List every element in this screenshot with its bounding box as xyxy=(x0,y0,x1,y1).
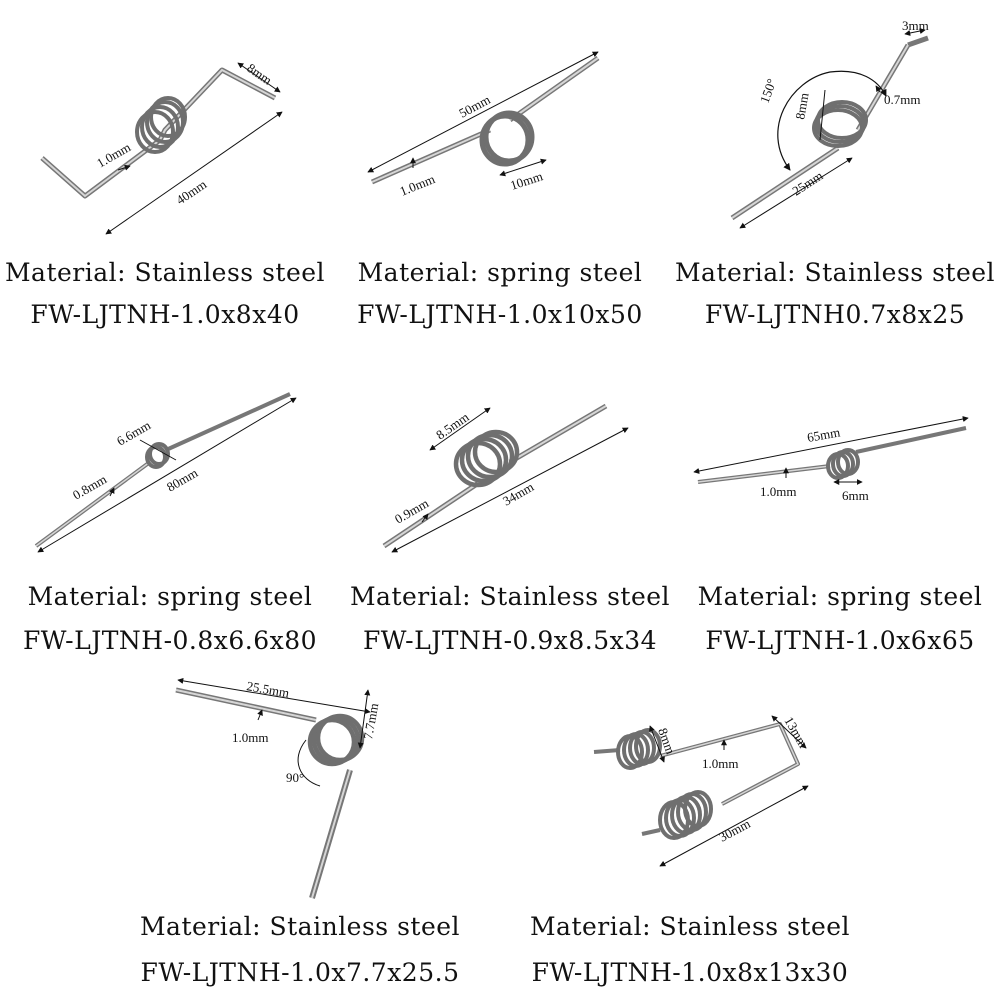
dim-label: 1.0mm xyxy=(232,730,268,745)
spring-1-material: Material: Stainless steel xyxy=(4,258,326,287)
dim-label: 0.7mm xyxy=(884,92,920,107)
dim-label: 34mm xyxy=(500,479,536,509)
spring-4-illustration: 6.6mm 0.8mm 80mm xyxy=(34,392,297,553)
dim-label: 3mm xyxy=(902,18,929,33)
spring-3-model: FW-LJTNH0.7x8x25 xyxy=(704,300,966,329)
spring-4-material: Material: spring steel xyxy=(27,582,313,611)
dim-label: 80mm xyxy=(164,465,200,495)
spring-8-material: Material: Stainless steel xyxy=(529,912,851,941)
spring-3-illustration: 3mm 150° 8mm 0.7mm 25mm xyxy=(730,18,929,229)
dim-label: 1.0mm xyxy=(702,756,738,771)
spring-1-coil xyxy=(135,96,187,154)
spring-1-illustration: 8mm 1.0mm 40mm xyxy=(40,60,283,235)
spring-5-coil xyxy=(453,429,520,488)
spring-2-illustration: 50mm 1.0mm 10mm xyxy=(367,51,600,199)
spring-2-material: Material: spring steel xyxy=(357,258,643,287)
spring-6-material: Material: spring steel xyxy=(697,582,983,611)
spring-4-model: FW-LJTNH-0.8x6.6x80 xyxy=(22,626,318,655)
spring-6-coil xyxy=(826,448,860,480)
spring-7-material: Material: Stainless steel xyxy=(139,912,461,941)
dim-label: 25mm xyxy=(789,168,825,199)
dim-label: 7.7mm xyxy=(360,702,381,741)
dim-label: 8.5mm xyxy=(433,409,471,442)
dim-label: 150° xyxy=(757,77,780,105)
spring-7-illustration: 25.5mm 7.7mm 1.0mm 90° xyxy=(175,677,381,899)
spring-4-coil xyxy=(145,442,170,469)
dim-label: 30mm xyxy=(716,816,752,845)
dim-label: 10mm xyxy=(508,168,544,193)
dim-label: 6mm xyxy=(842,488,869,503)
spring-2-model: FW-LJTNH-1.0x10x50 xyxy=(357,300,643,329)
spring-6-illustration: 65mm 1.0mm 6mm xyxy=(693,416,969,503)
spring-8-coil-bottom xyxy=(658,790,713,840)
dim-label: 65mm xyxy=(806,424,841,445)
dim-label: 40mm xyxy=(173,176,209,207)
spring-1-model: FW-LJTNH-1.0x8x40 xyxy=(30,300,300,329)
spring-2-coil xyxy=(479,110,535,167)
spring-5-model: FW-LJTNH-0.9x8.5x34 xyxy=(362,626,658,655)
spring-5-material: Material: Stainless steel xyxy=(349,582,671,611)
spring-6-model: FW-LJTNH-1.0x6x65 xyxy=(705,626,975,655)
spring-5-illustration: 8.5mm 0.9mm 34mm xyxy=(382,403,629,553)
spring-8-illustration: 8mm 13mm 1.0mm 30mm xyxy=(593,714,811,867)
spring-7-coil xyxy=(307,713,365,767)
dim-label: 1.0mm xyxy=(398,171,437,199)
spring-8-model: FW-LJTNH-1.0x8x13x30 xyxy=(531,958,849,987)
dim-label: 90° xyxy=(286,770,304,785)
spring-3-material: Material: Stainless steel xyxy=(674,258,996,287)
dim-label: 25.5mm xyxy=(245,678,290,700)
dim-label: 1.0mm xyxy=(760,484,796,499)
dim-label: 8mm xyxy=(792,92,811,121)
dim-label: 0.9mm xyxy=(392,495,431,526)
spring-7-model: FW-LJTNH-1.0x7.7x25.5 xyxy=(140,958,460,987)
